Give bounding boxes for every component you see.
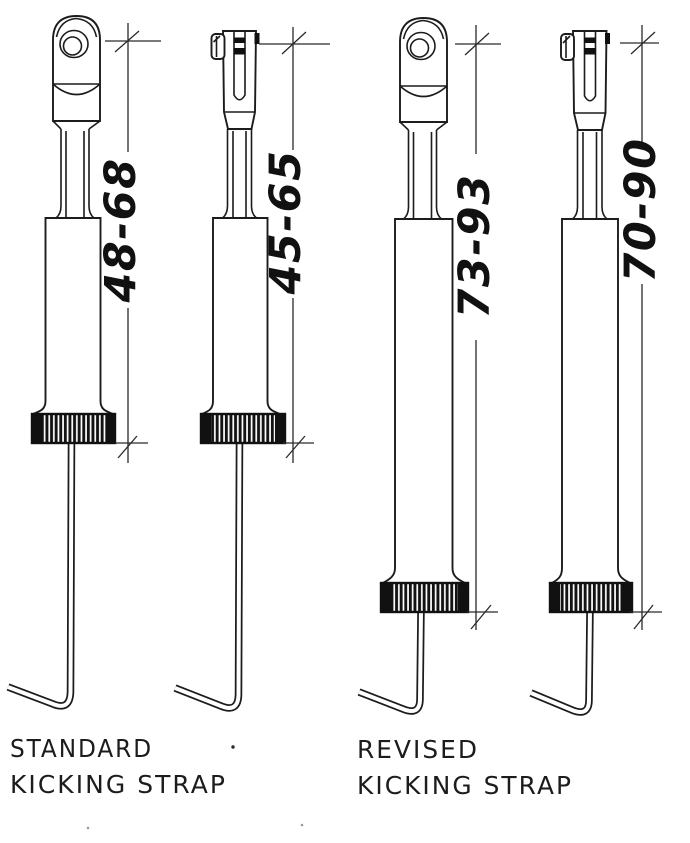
eye-hole	[59, 29, 89, 59]
piston-shaft	[571, 130, 608, 220]
dimension-label: 70-90	[616, 137, 666, 282]
ink-speck	[300, 823, 304, 827]
hook-rod	[6, 440, 76, 710]
knurled-ring	[30, 412, 117, 445]
pin-head	[560, 33, 575, 61]
revised-fork-strap-drawing: 70-90	[529, 25, 666, 716]
knurled-ring	[548, 581, 634, 614]
piston-shaft	[399, 121, 448, 220]
caption-standard-line1: STANDARD	[10, 734, 153, 763]
dimension-line: 48-68	[96, 23, 161, 463]
dimension-tick-top	[620, 31, 659, 55]
clevis-fork-fitting	[210, 30, 260, 130]
eye-hole	[406, 31, 436, 61]
caption-standard-line2: KICKING STRAP	[10, 770, 227, 799]
dimension-tick-bottom	[283, 435, 314, 459]
pin-end	[254, 33, 260, 44]
dimension-line: 73-93	[450, 25, 501, 630]
dimension-tick-bottom	[467, 604, 498, 630]
dimension-tick-top	[259, 31, 330, 55]
dimension-tick-top	[455, 32, 501, 56]
caption-standard: STANDARD KICKING STRAP	[10, 734, 227, 799]
dimension-tick-bottom	[630, 604, 662, 630]
standard-eye-strap-drawing: 48-68	[6, 15, 161, 710]
dimension-line: 70-90	[616, 25, 666, 630]
dimension-label: 45-65	[261, 149, 311, 295]
standard-fork-strap-drawing: 45-65	[173, 27, 330, 712]
dimension-label: 48-68	[96, 157, 146, 303]
caption-revised-line2: KICKING STRAP	[357, 771, 573, 800]
caption-revised: REVISED KICKING STRAP	[357, 735, 573, 800]
revised-eye-strap-drawing: 73-93	[357, 17, 501, 715]
clevis-pin	[233, 37, 246, 43]
dimension-line: 45-65	[259, 27, 330, 463]
knurled-ring	[379, 581, 470, 614]
eye-fitting	[52, 15, 101, 122]
dimension-tick-top	[105, 30, 161, 53]
fork-slot	[233, 31, 246, 101]
eye-fitting	[399, 17, 448, 123]
dimension-tick-bottom	[115, 435, 148, 459]
piston-shaft	[52, 120, 101, 219]
piston-shaft	[221, 129, 258, 219]
clevis-pin	[584, 37, 596, 43]
ink-speck	[231, 745, 235, 749]
pin-end	[605, 33, 610, 44]
fork-slot	[583, 31, 597, 102]
caption-revised-line1: REVISED	[357, 735, 479, 764]
ink-speck	[86, 826, 90, 830]
clevis-fork-fitting	[560, 30, 610, 131]
dimension-label: 73-93	[450, 173, 500, 318]
hook-rod	[173, 440, 244, 712]
knurled-ring	[199, 412, 287, 445]
